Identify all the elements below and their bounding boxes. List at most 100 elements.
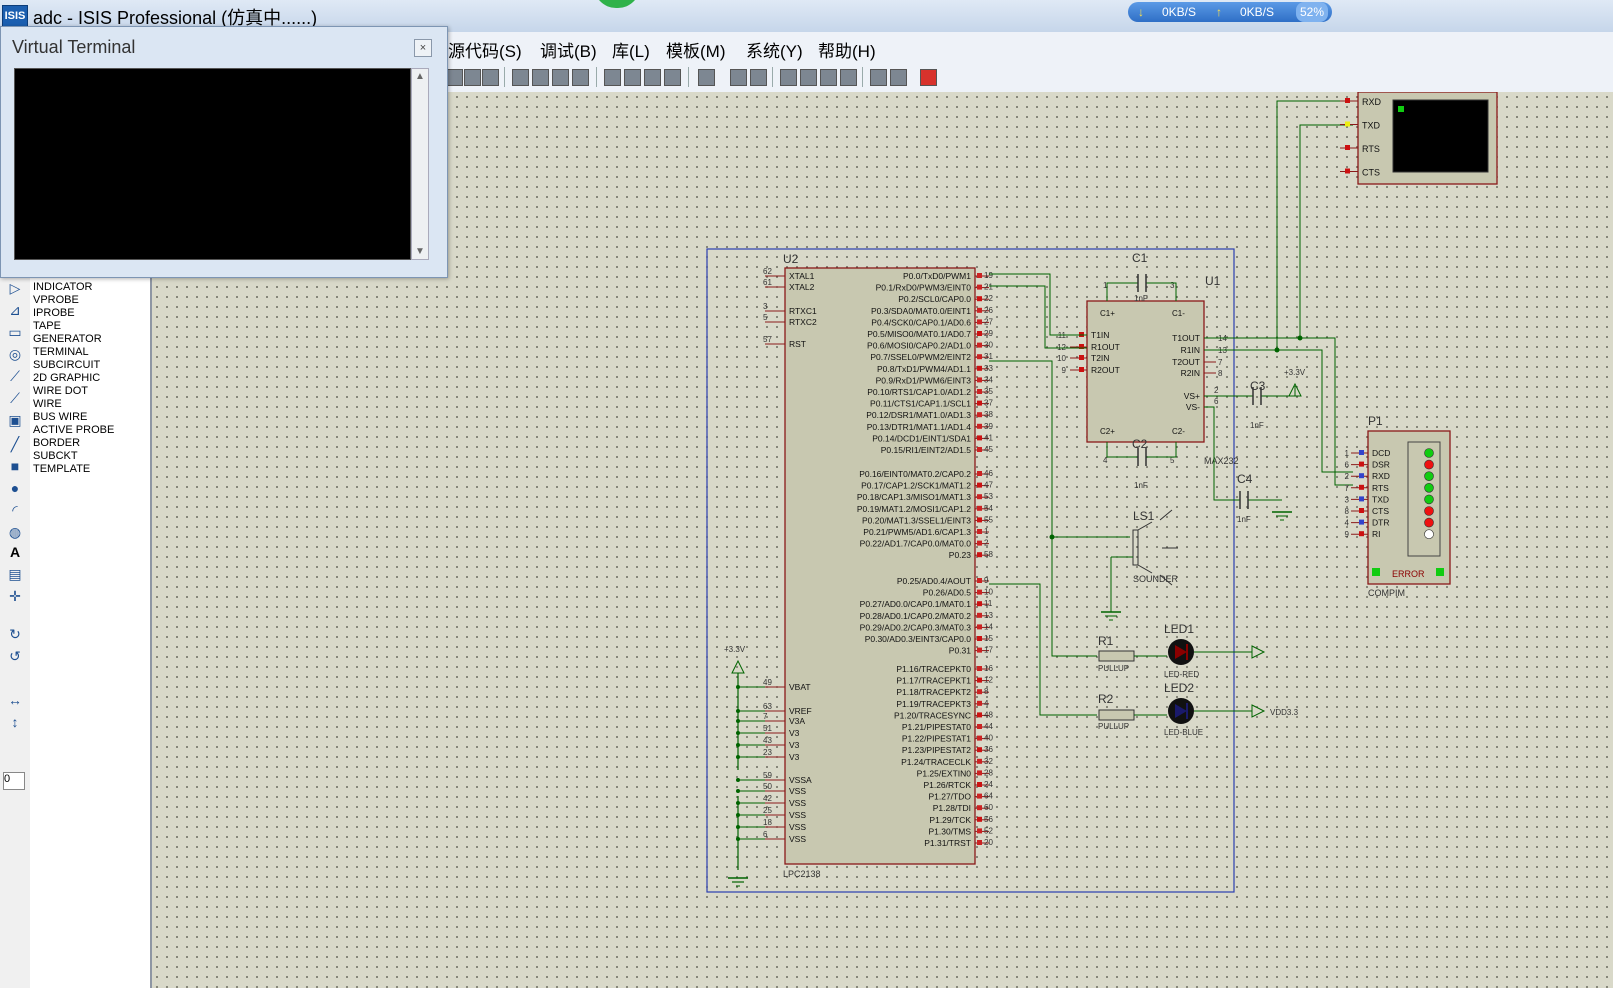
menu-library[interactable]: 库(L) <box>612 42 650 61</box>
block-rotate-icon[interactable] <box>552 69 569 86</box>
generator-mode-icon[interactable]: ▷ <box>9 280 21 296</box>
menu-source[interactable]: 源代码(S) <box>448 42 522 61</box>
close-icon[interactable]: × <box>414 39 432 57</box>
current-probe-icon[interactable]: ⟋ <box>10 390 20 406</box>
make-device-icon[interactable] <box>624 69 641 86</box>
new-sheet-icon[interactable] <box>780 69 797 86</box>
u2-pin-name: V3 <box>789 740 800 750</box>
list-item[interactable]: WIRE DOT <box>33 385 88 397</box>
u1-pin-number: 10 <box>1057 354 1066 363</box>
menu-template[interactable]: 模板(M) <box>666 42 726 61</box>
ares-icon[interactable] <box>920 69 937 86</box>
scroll-up-icon[interactable]: ▲ <box>415 71 425 82</box>
bom-icon[interactable] <box>840 69 857 86</box>
generator-icon[interactable]: ◎ <box>8 346 22 362</box>
symbol-tool-icon[interactable]: ▤ <box>8 566 22 582</box>
u2-pin-name: RST <box>789 339 806 349</box>
block-copy-icon[interactable] <box>512 69 529 86</box>
line-tool-icon[interactable]: ╱ <box>10 436 20 452</box>
path-tool-icon[interactable]: ◍ <box>8 524 22 540</box>
list-item[interactable]: WIRE <box>33 398 62 410</box>
p1-body[interactable] <box>1367 430 1451 585</box>
u1-ref: U1 <box>1205 274 1221 288</box>
voltage-probe-icon[interactable]: ⟋ <box>10 368 20 384</box>
list-item[interactable]: BUS WIRE <box>33 411 88 423</box>
report-icon[interactable] <box>870 69 887 86</box>
u1-pin-name: T2IN <box>1091 353 1109 363</box>
search-tag-icon[interactable] <box>730 69 747 86</box>
tape-mode-icon[interactable]: ▭ <box>8 324 22 340</box>
u2-pin-number: 14 <box>984 622 993 631</box>
u1-body[interactable] <box>1086 300 1205 443</box>
cpu-usage: 52% <box>1296 2 1329 22</box>
r2-body[interactable] <box>1098 709 1135 721</box>
u2-pin-number: 10 <box>984 588 993 597</box>
list-item[interactable]: SUBCKT <box>33 450 78 462</box>
u2-pin-name: VREF <box>789 706 812 716</box>
virtual-terminal-window[interactable]: Virtual Terminal × ▲ ▼ <box>0 26 448 278</box>
u2-pin-number: 57 <box>763 335 772 344</box>
terminal-output[interactable] <box>14 68 411 260</box>
u2-body[interactable] <box>784 267 976 865</box>
p1-pin-name: RXD <box>1372 471 1390 481</box>
list-item[interactable]: TERMINAL <box>33 346 89 358</box>
r1-body[interactable] <box>1098 650 1135 662</box>
pick-device-icon[interactable] <box>604 69 621 86</box>
pin-state-marker <box>1079 344 1084 349</box>
mirror-horizontal-icon[interactable]: ↔ <box>8 692 22 708</box>
u2-pin-name: P0.4/SCK0/CAP0.1/AD0.6 <box>871 317 971 327</box>
text-tool-icon[interactable]: A <box>9 544 21 560</box>
menu-system[interactable]: 系统(Y) <box>746 42 803 61</box>
block-delete-icon[interactable] <box>572 69 589 86</box>
upload-speed: 0KB/S <box>1240 5 1275 19</box>
paste-icon[interactable] <box>482 69 499 86</box>
packaging-icon[interactable] <box>644 69 661 86</box>
remove-sheet-icon[interactable] <box>800 69 817 86</box>
list-item[interactable]: INDICATOR <box>33 281 93 293</box>
green-orb-icon <box>594 0 640 8</box>
u2-pin-name: P0.18/CAP1.3/MISO1/MAT1.3 <box>857 492 971 502</box>
copy-icon[interactable] <box>464 69 481 86</box>
menu-help[interactable]: 帮助(H) <box>818 42 876 61</box>
terminal-scrollbar[interactable]: ▲ ▼ <box>411 68 429 260</box>
list-item[interactable]: IPROBE <box>33 307 75 319</box>
property-tool-icon[interactable] <box>750 69 767 86</box>
graph-mode-icon[interactable]: ⊿ <box>9 302 21 318</box>
scroll-down-icon[interactable]: ▼ <box>415 246 425 257</box>
pin-state-marker <box>977 578 982 583</box>
mirror-vertical-icon[interactable]: ↕ <box>11 714 19 730</box>
u2-pin-number: 53 <box>984 492 993 501</box>
u2-pin-name: VSSA <box>789 775 812 785</box>
design-border <box>706 248 1235 893</box>
netlist-icon[interactable] <box>890 69 907 86</box>
list-item[interactable]: SUBCIRCUIT <box>33 359 101 371</box>
rotate-ccw-icon[interactable]: ↺ <box>9 648 21 664</box>
u2-pin-number: 33 <box>984 364 993 373</box>
list-item[interactable]: TAPE <box>33 320 61 332</box>
rotate-cw-icon[interactable]: ↻ <box>9 626 21 642</box>
virtual-instrument-icon[interactable]: ▣ <box>8 412 22 428</box>
u1-pin-name: R1IN <box>1181 345 1200 355</box>
wire-autorouter-icon[interactable] <box>698 69 715 86</box>
circle-tool-icon[interactable]: ● <box>10 480 20 496</box>
cut-icon[interactable] <box>446 69 463 86</box>
list-item[interactable]: GENERATOR <box>33 333 102 345</box>
list-item[interactable]: VPROBE <box>33 294 79 306</box>
p1-status-led <box>1424 517 1434 528</box>
block-move-icon[interactable] <box>532 69 549 86</box>
exit-parent-icon[interactable] <box>820 69 837 86</box>
u2-pin-name: P0.28/AD0.1/CAP0.2/MAT0.2 <box>860 611 972 621</box>
rotation-angle-field[interactable]: 0 <box>3 772 25 790</box>
decompose-icon[interactable] <box>664 69 681 86</box>
list-item[interactable]: 2D GRAPHIC <box>33 372 101 384</box>
arc-tool-icon[interactable]: ◜ <box>12 502 18 518</box>
ls1-part: SOUNDER <box>1133 574 1179 584</box>
marker-tool-icon[interactable]: ✛ <box>9 588 21 604</box>
menu-debug[interactable]: 调试(B) <box>540 42 597 61</box>
list-item[interactable]: ACTIVE PROBE <box>33 424 115 436</box>
u2-pin-number: 40 <box>984 734 993 743</box>
list-item[interactable]: TEMPLATE <box>33 463 91 475</box>
list-item[interactable]: BORDER <box>33 437 81 449</box>
box-tool-icon[interactable]: ■ <box>10 458 20 474</box>
u2-pin-number: 16 <box>984 664 993 673</box>
